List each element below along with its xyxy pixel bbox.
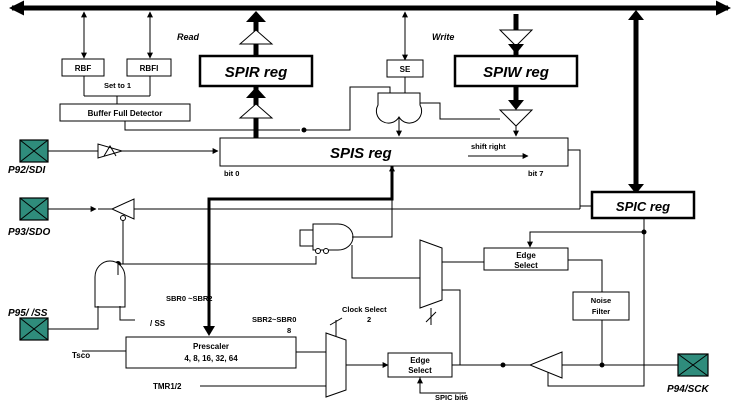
se-label: SE — [400, 65, 411, 74]
spir-register — [198, 54, 314, 88]
edge-select-top-2: Select — [514, 261, 538, 270]
spir-label: SPIR reg — [225, 64, 288, 81]
edge-select-top — [483, 247, 569, 271]
edge-select-top-1: Edge — [516, 251, 536, 260]
sbr0-sbr2-label: SBR0 ~SBR2 — [166, 294, 212, 303]
spiw-register — [453, 54, 579, 88]
spic-label: SPIC reg — [616, 199, 670, 214]
mode-gate-inputs — [299, 229, 313, 247]
enable-bus-wire — [118, 256, 317, 265]
spis-label: SPIS reg — [330, 145, 392, 162]
sdi-pin-label: P92/SDI — [8, 165, 45, 176]
mode-gate-out — [352, 209, 393, 238]
rbfi-label: RBFI — [140, 64, 159, 73]
sdo-pin-label: P93/SDO — [8, 227, 50, 238]
rbfi-box — [126, 58, 172, 77]
clock-select-slash — [329, 317, 343, 326]
write-label: Write — [432, 32, 454, 42]
rbf-box — [61, 58, 105, 77]
rbf-label: RBF — [75, 64, 92, 73]
spic-to-edge-wire — [529, 218, 645, 246]
noise-filter-2: Filter — [592, 307, 610, 316]
ss-and-gate — [94, 260, 126, 308]
junction-dot — [301, 127, 307, 133]
mux-feedback — [442, 289, 461, 365]
sdi-pad-cross — [19, 139, 49, 163]
sbr-bus-arrow — [203, 326, 215, 336]
spic-arrow-up — [628, 10, 644, 20]
spic-junction — [641, 229, 647, 235]
spis-to-spic-wire — [568, 149, 592, 207]
edge-out-junction — [500, 362, 506, 368]
spiw-label: SPIW reg — [483, 64, 549, 81]
prescaler-box — [125, 336, 297, 369]
mode-gate-bubble — [315, 248, 321, 254]
ss-pad-cross — [19, 317, 49, 341]
sck-pad-cross — [677, 353, 709, 377]
mode-gate-bubble-2 — [323, 248, 329, 254]
bfd-to-spis-wire — [124, 121, 300, 131]
noise-filter — [572, 291, 630, 321]
ss-pin-wire — [48, 306, 99, 330]
set-to-1-links — [83, 76, 151, 104]
ss-bar-wire — [119, 306, 135, 321]
spis-register — [219, 137, 569, 167]
ss-pin-label: P95/ /SS — [8, 308, 48, 319]
rbf-bus-link — [81, 11, 153, 59]
edge-select-bottom-1: Edge — [410, 356, 430, 365]
sck-enable-wire — [547, 218, 645, 387]
shift-right-label: shift right — [471, 142, 506, 151]
mode-to-mux-wire — [351, 245, 420, 279]
mode-and-gate — [312, 223, 354, 251]
spiw-write-path — [498, 14, 534, 137]
read-label: Read — [177, 32, 200, 42]
clock-select-label: Clock Select — [342, 305, 387, 314]
bit0-label: bit 0 — [224, 169, 239, 178]
clock-edge-mux — [419, 239, 443, 309]
edge-to-noise-wire — [568, 259, 603, 292]
spic-register — [590, 190, 696, 220]
sdi-schmitt — [103, 145, 117, 157]
edge-select-bottom-2: Select — [408, 366, 432, 375]
prescaler-title: Prescaler — [193, 342, 229, 351]
spic-bit6-wire — [419, 377, 466, 394]
sdi-buffer — [97, 143, 124, 159]
prescaler-values: 4, 8, 16, 32, 64 — [184, 354, 238, 363]
clock-mux — [325, 332, 347, 398]
buffer-full-detector-label: Buffer Full Detector — [88, 109, 163, 118]
bit7-label: bit 7 — [528, 169, 543, 178]
tsco-label: Tsco — [72, 351, 90, 360]
tmr-label: TMR1/2 — [153, 382, 182, 391]
set-to-1-label: Set to 1 — [104, 81, 131, 90]
bus-width-8: 8 — [287, 326, 291, 335]
sbr2-sbr0-label: SBR2~SBR0 — [252, 315, 296, 324]
noise-filter-1: Noise — [591, 296, 611, 305]
ss-bar-label: / SS — [150, 319, 166, 328]
spic-arrow-down — [628, 184, 644, 194]
sbr-bus — [207, 166, 394, 330]
gate-to-spiw-wire — [420, 102, 500, 120]
sck-pin-label: P94/SCK — [667, 384, 709, 395]
bus-width-2: 2 — [367, 315, 371, 324]
gate-input-wire — [304, 86, 391, 131]
spic-bit6-label: SPIC bit6 — [435, 393, 468, 402]
sdo-enable-bubble — [120, 215, 126, 221]
sck-junction — [599, 362, 605, 368]
sdo-pad-cross — [19, 197, 49, 221]
sck-buffer — [528, 351, 563, 379]
